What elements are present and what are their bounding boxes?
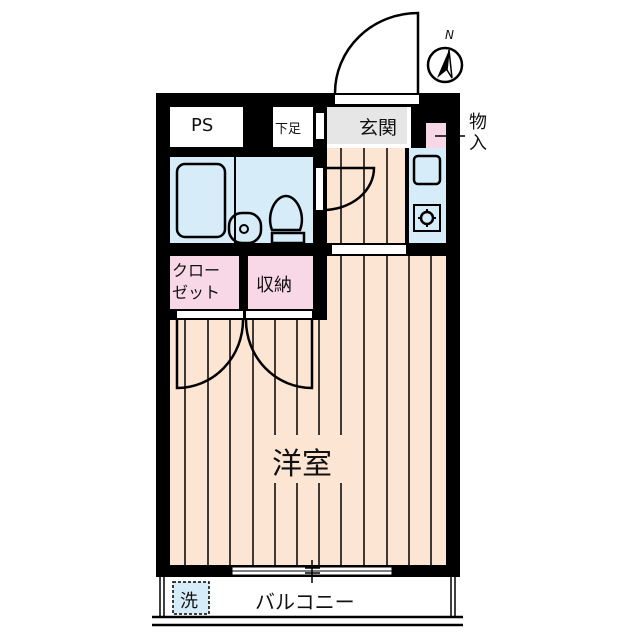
stove-icon xyxy=(413,204,441,232)
room-label-closet: クロー ゼット xyxy=(172,261,221,302)
bathtub-icon xyxy=(175,162,227,239)
storage xyxy=(248,256,313,309)
room-label-balcony: バルコニー xyxy=(255,590,355,614)
ps-box xyxy=(170,107,243,147)
shoe-box-door xyxy=(316,113,324,139)
hallway-floor xyxy=(327,148,405,243)
north-arrow-icon xyxy=(426,46,464,84)
room-label-entrance: 玄関 xyxy=(359,117,398,139)
toilet-icon xyxy=(268,194,304,232)
room-label-washer: 洗 xyxy=(180,591,198,612)
closet-door-swing xyxy=(175,319,245,390)
room-label-western-room: 洋室 xyxy=(272,447,332,482)
front-door-swing xyxy=(333,11,420,94)
shoe-box xyxy=(273,107,313,147)
room-label-shoe-box: 下足 xyxy=(275,122,302,137)
front-door-opening xyxy=(335,95,419,104)
entrance-floor xyxy=(327,107,407,144)
room-label-ps: PS xyxy=(191,115,214,136)
sink-icon xyxy=(227,211,263,245)
kitchen-sink-icon xyxy=(412,154,442,186)
balcony-rail xyxy=(152,577,463,627)
compass-label: N xyxy=(445,28,454,42)
room-label-storage: 収納 xyxy=(256,275,292,296)
bathroom xyxy=(170,157,313,243)
bathroom-door-swing xyxy=(322,166,376,212)
storage-door-swing xyxy=(244,319,314,390)
room-label-small-storage: 物 入 xyxy=(469,112,487,154)
western-room-floor xyxy=(170,256,446,565)
washer-space xyxy=(172,581,210,615)
closet xyxy=(170,256,239,309)
